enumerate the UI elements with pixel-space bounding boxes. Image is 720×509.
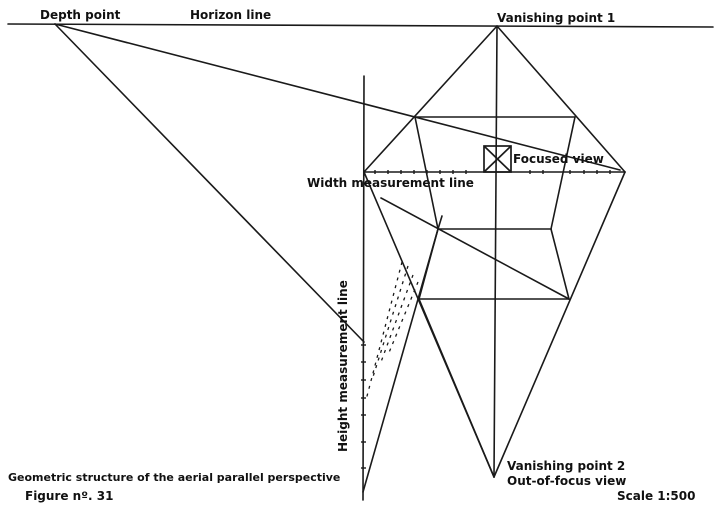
side-right-middle bbox=[550, 228, 570, 300]
height-measurement-line bbox=[362, 75, 365, 501]
width-line-ticks bbox=[374, 170, 611, 174]
hatch-line-1 bbox=[365, 261, 403, 401]
vp2-ray-right bbox=[493, 171, 626, 478]
out-of-focus-view-label: Out-of-focus view bbox=[507, 474, 627, 488]
depth-ray-lower bbox=[54, 23, 365, 343]
vp2-ray-inner-left bbox=[418, 298, 495, 478]
figure-caption: Geometric structure of the aerial parall… bbox=[8, 471, 341, 484]
height-base-ray bbox=[362, 228, 439, 493]
hatch-line-2 bbox=[371, 265, 409, 381]
depth-ray-upper bbox=[54, 23, 621, 171]
vp1-ray-left bbox=[363, 25, 498, 173]
height-measurement-line-label: Height measurement line bbox=[336, 280, 350, 452]
height-line-ticks bbox=[361, 344, 366, 469]
side-right-upper bbox=[550, 116, 576, 230]
hatch-line-3 bbox=[380, 274, 414, 363]
hatch-line-4 bbox=[387, 281, 419, 356]
vanishing-point-1-label: Vanishing point 1 bbox=[497, 11, 616, 25]
central-axis bbox=[493, 25, 498, 478]
focused-view-label: Focused view bbox=[513, 152, 604, 166]
vanishing-point-2-label: Vanishing point 2 bbox=[507, 459, 626, 473]
diagonal-line bbox=[380, 197, 570, 300]
horizon-line-label: Horizon line bbox=[190, 8, 272, 22]
depth-point-label: Depth point bbox=[40, 8, 121, 22]
width-measurement-line-label: Width measurement line bbox=[307, 176, 474, 190]
scale-label: Scale 1:500 bbox=[617, 489, 696, 503]
figure-number: Figure nº. 31 bbox=[25, 489, 114, 503]
vp1-ray-right bbox=[496, 25, 626, 173]
middle-left-tick bbox=[437, 215, 443, 230]
focused-view-box bbox=[483, 145, 512, 173]
horizon-line bbox=[7, 23, 714, 28]
